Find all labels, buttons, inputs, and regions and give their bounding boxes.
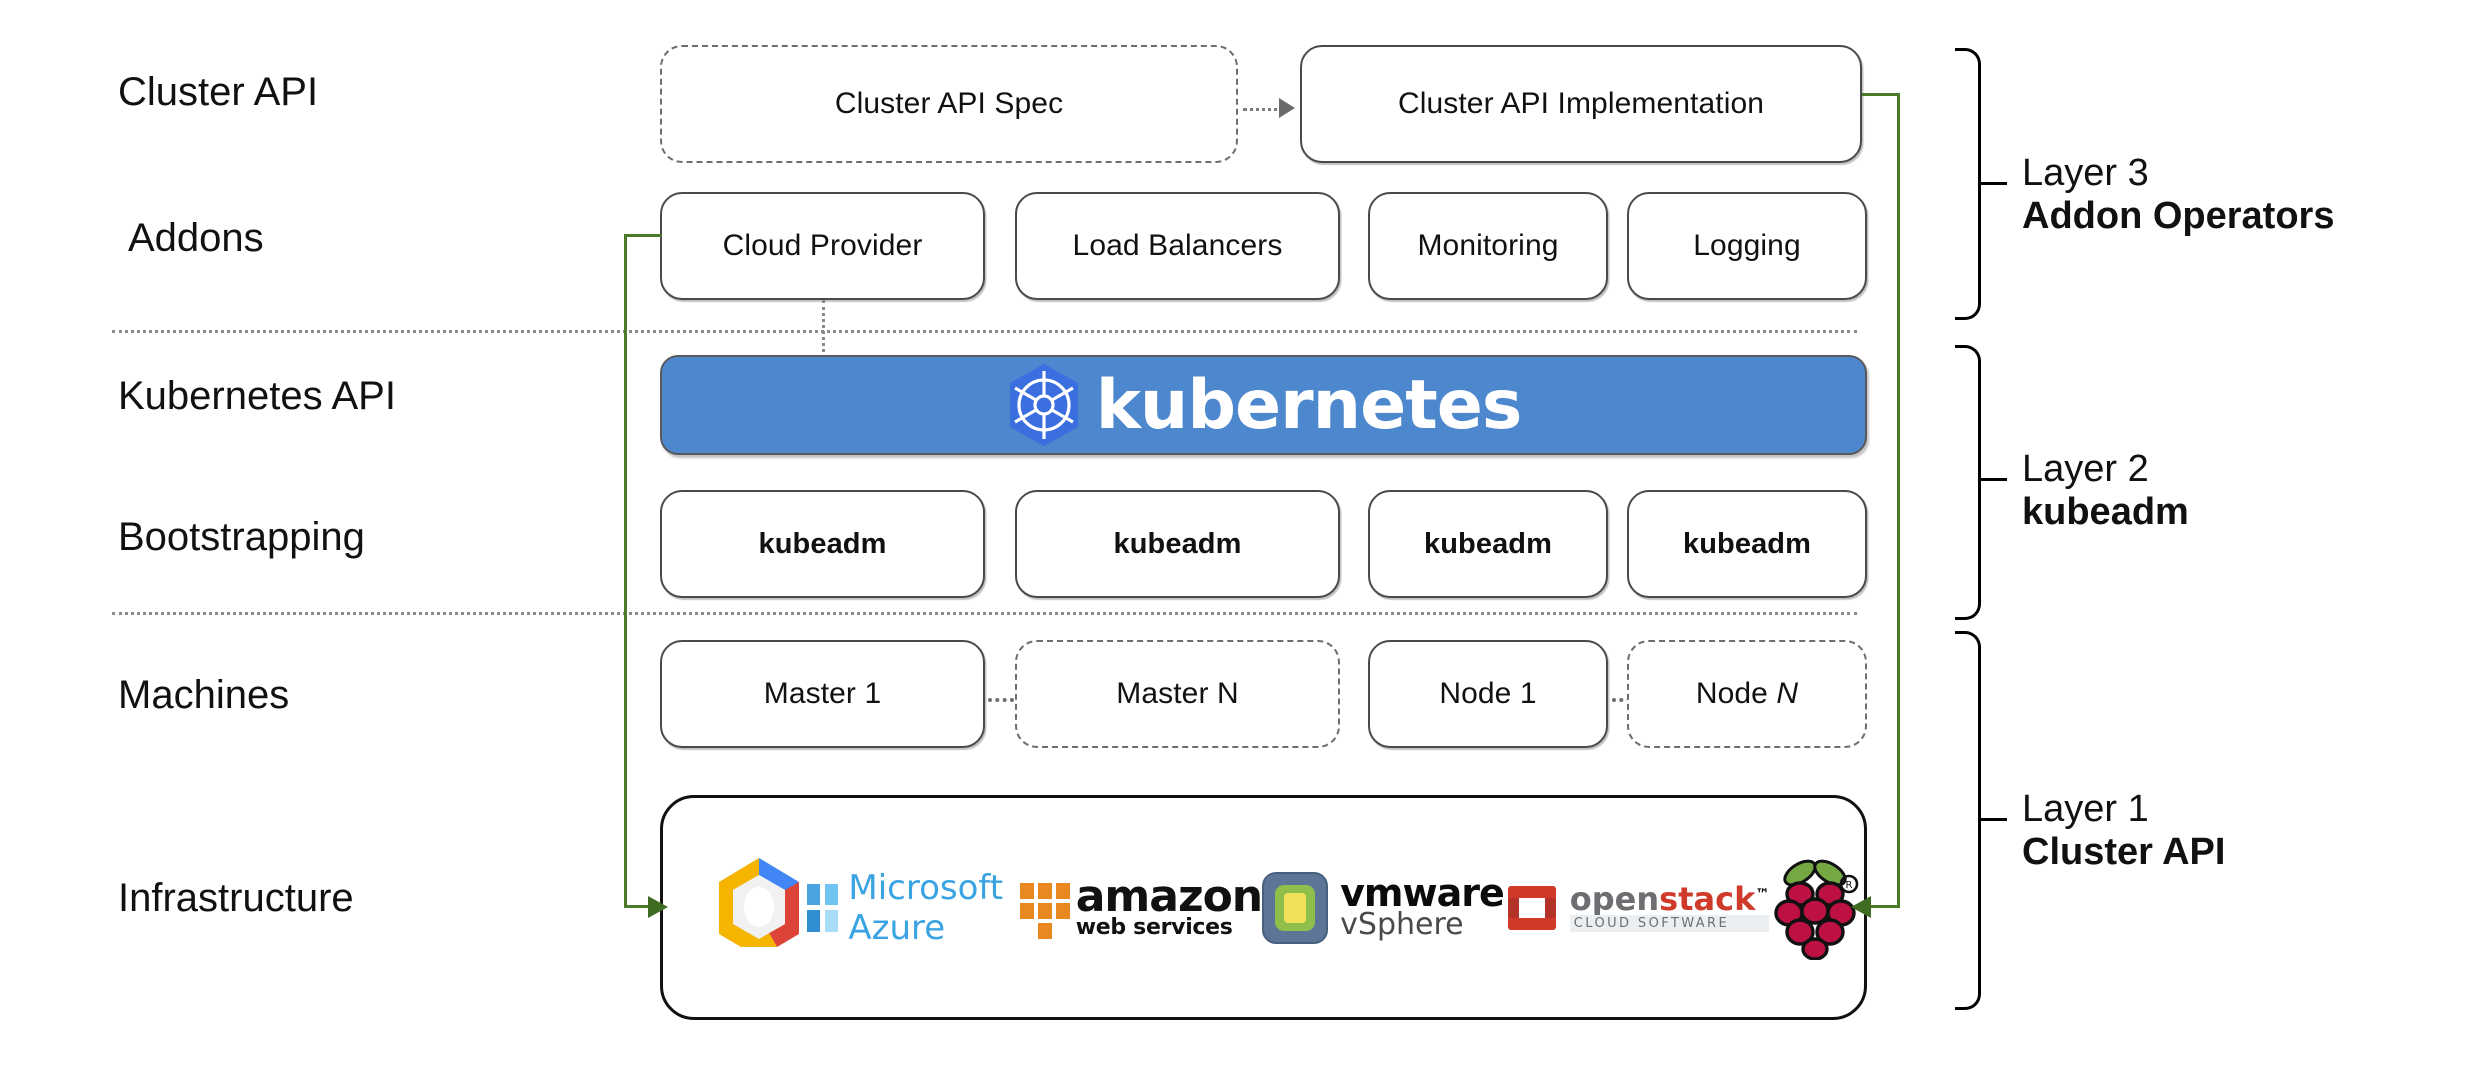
kubernetes-wordmark: kubernetes [1095,365,1523,445]
green-link-left-bottom-segment [624,905,660,908]
google-cloud-icon [719,857,799,947]
brace-layer-1 [1955,631,1981,1010]
separator-layer2-layer1 [112,612,1857,615]
addon-box-logging[interactable]: Logging [1627,192,1867,300]
machine-box-master-1[interactable]: Master 1 [660,640,985,748]
layer-1-number: Layer 1 [2022,788,2149,830]
layer-1-name: Cluster API [2022,830,2226,873]
openstack-tagline: CLOUD SOFTWARE [1569,915,1770,932]
machine-label-node-1: Node 1 [1439,677,1537,710]
bootstrap-label-4: kubeadm [1682,527,1811,560]
bootstrap-label-1: kubeadm [758,527,887,560]
machine-box-master-n[interactable]: Master N [1015,640,1340,748]
layer-3-name: Addon Operators [2022,194,2335,237]
microsoft-window-icon [807,883,839,932]
bootstrap-box-4[interactable]: kubeadm [1627,490,1867,598]
provider-logo-microsoft-azure[interactable]: Microsoft Azure [807,868,1020,948]
cluster-api-implementation-label: Cluster API Implementation [1397,87,1765,120]
spec-to-implementation-arrow-line [1243,108,1285,111]
green-link-left-vertical-segment [624,234,627,907]
svg-text:R: R [1846,880,1853,891]
bootstrap-box-1[interactable]: kubeadm [660,490,985,598]
addon-label-cloud-provider: Cloud Provider [722,229,923,262]
addon-label-load-balancers: Load Balancers [1072,229,1283,262]
kubernetes-banner[interactable]: kubernetes [660,355,1867,455]
row-label-cluster-api: Cluster API [118,70,319,114]
green-link-left-arrowhead [648,896,668,918]
aws-cubes-icon [1019,882,1070,939]
row-label-kubernetes-api: Kubernetes API [118,374,396,418]
kubernetes-helm-wheel-icon [1009,364,1078,446]
vsphere-wordmark: vSphere [1340,907,1464,943]
microsoft-azure-wordmark: Microsoft Azure [848,867,1004,948]
vsphere-tile-icon [1262,871,1329,944]
provider-logo-openstack[interactable]: openstack™ CLOUD SOFTWARE [1504,882,1770,934]
addon-label-logging: Logging [1693,229,1801,262]
green-link-right-vertical-segment [1897,93,1900,907]
cluster-api-implementation-box[interactable]: Cluster API Implementation [1300,45,1862,163]
cloud-provider-to-kubernetes-connector [822,300,825,358]
addon-box-load-balancers[interactable]: Load Balancers [1015,192,1340,300]
cluster-api-spec-label: Cluster API Spec [834,87,1064,120]
machine-label-master-1: Master 1 [763,677,882,710]
bootstrap-box-3[interactable]: kubeadm [1368,490,1608,598]
addon-box-monitoring[interactable]: Monitoring [1368,192,1608,300]
row-label-addons: Addons [128,216,264,260]
row-label-bootstrapping: Bootstrapping [118,515,365,559]
row-label-infrastructure: Infrastructure [118,876,354,920]
provider-logo-amazon-web-services[interactable]: amazon web services [1019,871,1263,940]
green-link-right-top-segment [1862,93,1900,96]
vmware-wordmark: vmware [1340,871,1505,916]
brace-tick-layer-1 [1981,818,2007,821]
web-services-wordmark: web services [1075,914,1233,940]
cluster-api-spec-box[interactable]: Cluster API Spec [660,45,1238,163]
addon-label-monitoring: Monitoring [1417,229,1559,262]
provider-logo-raspberry-pi[interactable]: R [1769,856,1861,960]
machine-label-master-n: Master N [1116,677,1239,710]
green-link-right-arrowhead [1851,896,1871,918]
green-link-left-top-segment [624,234,662,237]
addon-box-cloud-provider[interactable]: Cloud Provider [660,192,985,300]
raspberry-pi-icon: R [1774,859,1859,960]
machine-box-node-n[interactable]: Node N [1627,640,1867,748]
layer-2-name: kubeadm [2022,490,2189,533]
layer-label-2: Layer 2 kubeadm [2022,448,2189,533]
spec-to-implementation-arrowhead [1279,98,1295,118]
layer-3-number: Layer 3 [2022,152,2149,194]
machine-label-node-n: Node N [1695,677,1799,710]
openstack-icon [1507,885,1556,930]
bootstrap-label-3: kubeadm [1423,527,1552,560]
layer-2-number: Layer 2 [2022,448,2149,490]
openstack-wordmark: openstack™ [1569,880,1770,918]
machines-ellipsis-nodes [1612,698,1638,702]
provider-logo-vmware-vsphere[interactable]: vmware vSphere [1262,871,1505,944]
provider-logo-google-cloud[interactable] [711,856,807,960]
infrastructure-container[interactable]: Microsoft Azure amazon web services vmwa… [660,795,1867,1020]
brace-tick-layer-3 [1981,182,2007,185]
layer-label-3: Layer 3 Addon Operators [2022,152,2334,237]
bootstrap-label-2: kubeadm [1113,527,1242,560]
separator-layer3-layer2 [112,330,1857,333]
amazon-wordmark: amazon [1075,871,1263,923]
machines-ellipsis-masters [988,698,1014,702]
aws-wordmark: amazon web services [1075,871,1263,940]
green-link-right-bottom-segment [1866,905,1900,908]
brace-layer-3 [1955,48,1981,320]
brace-tick-layer-2 [1981,478,2007,481]
row-label-machines: Machines [118,673,290,717]
layer-label-1: Layer 1 Cluster API [2022,788,2225,873]
machine-box-node-1[interactable]: Node 1 [1368,640,1608,748]
bootstrap-box-2[interactable]: kubeadm [1015,490,1340,598]
brace-layer-2 [1955,345,1981,620]
